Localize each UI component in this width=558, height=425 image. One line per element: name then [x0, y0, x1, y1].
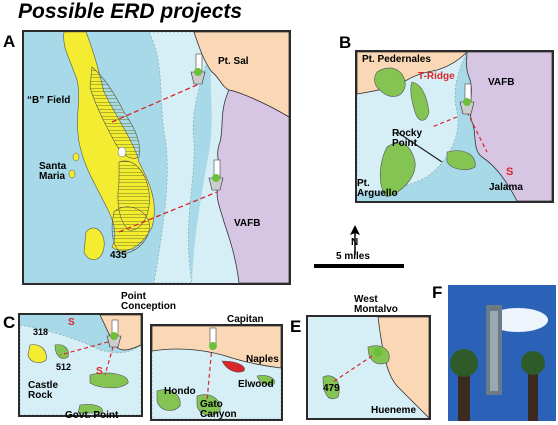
photo-panel-f	[448, 285, 556, 421]
well-path-2	[118, 191, 218, 233]
label-s-b: S	[506, 166, 514, 178]
map-b-svg	[357, 52, 552, 201]
label-vafb-b: VAFB	[488, 77, 515, 88]
green-field-d2	[196, 394, 221, 416]
label-santa-maria: Santa Maria	[39, 161, 67, 182]
label-s-c1: S	[68, 317, 75, 328]
label-gato-canyon: Gato Canyon	[200, 399, 237, 420]
green-field-c1	[54, 344, 69, 359]
drilling-rig-icon-2	[208, 159, 224, 191]
label-pt-sal: Pt. Sal	[218, 56, 249, 67]
label-479: 479	[323, 383, 340, 394]
label-capitan: Capitan	[227, 314, 264, 325]
label-hueneme: Hueneme	[371, 405, 417, 416]
label-west-montalvo: West Montalvo	[354, 294, 398, 315]
well-path-b1	[466, 111, 488, 153]
panel-b-letter: B	[339, 33, 352, 52]
label-pt-arguello: Pt. Arguello	[357, 178, 398, 199]
island-white	[117, 146, 127, 158]
map-panel-a	[22, 30, 291, 285]
drilling-tower-photo	[448, 285, 556, 421]
drilling-rig-icon-1	[190, 53, 206, 85]
island-2	[68, 169, 76, 179]
label-512: 512	[56, 362, 72, 372]
label-t-ridge: T-Ridge	[418, 71, 455, 82]
well-path-c1	[59, 339, 116, 356]
yellow-field-c	[27, 344, 47, 364]
hatched-field-south	[111, 206, 150, 255]
green-field-d1	[156, 389, 181, 411]
label-rocky-point: Rocky Point	[392, 128, 423, 149]
well-path-b2	[431, 116, 458, 128]
label-naples: Naples	[246, 354, 279, 365]
island-3	[83, 227, 105, 260]
scale-bar	[314, 264, 404, 268]
well-path-e	[332, 351, 379, 383]
drilling-rig-icon-e	[373, 347, 383, 357]
map-panel-e	[306, 315, 431, 420]
green-field-e1	[322, 375, 340, 400]
label-s-c2: S	[96, 366, 103, 377]
well-path-d	[206, 345, 213, 402]
panel-e-letter: E	[290, 317, 302, 336]
map-e-svg	[308, 317, 429, 418]
map-c-svg	[20, 315, 141, 415]
label-castle-rock: Castle Rock	[28, 380, 59, 401]
label-govt-point: Govt. Point	[65, 410, 119, 421]
land-purple-a	[216, 89, 289, 283]
hatched-field-north	[89, 66, 140, 159]
drilling-rig-icon-b	[459, 83, 475, 115]
green-field-c3	[77, 404, 103, 414]
map-panel-c	[18, 313, 143, 417]
compass: N	[348, 225, 362, 257]
label-pt-pedernales: Pt. Pedernales	[362, 54, 431, 65]
green-field-b2	[410, 81, 430, 121]
well-path-c2	[104, 339, 116, 376]
panel-c-letter: C	[3, 313, 16, 332]
green-field-b4	[446, 150, 476, 171]
map-panel-b	[355, 50, 554, 203]
green-field-b3	[379, 142, 416, 198]
map-d-svg	[152, 326, 281, 419]
pointer-arrow-line	[396, 131, 443, 163]
panel-f-letter: F	[432, 283, 443, 302]
green-field-d3	[256, 375, 275, 386]
label-vafb-a: VAFB	[234, 218, 261, 229]
compass-arrow-icon	[350, 225, 360, 255]
label-435: 435	[110, 250, 127, 261]
page-title: Possible ERD projects	[18, 0, 243, 23]
label-318: 318	[33, 327, 49, 337]
scale-bar-label: 5 miles	[336, 251, 370, 262]
drilling-rig-icon-d	[209, 327, 217, 350]
panel-a-letter: A	[3, 32, 16, 51]
label-point-conception: Point Conception	[121, 291, 176, 312]
drilling-rig-icon-c	[106, 319, 122, 348]
compass-letter: N	[351, 237, 359, 248]
label-hondo: Hondo	[164, 386, 196, 397]
shelf-ocean	[148, 32, 215, 283]
label-b-field: “B” Field	[27, 95, 71, 106]
label-jalama: Jalama	[489, 182, 523, 193]
island-1	[72, 152, 80, 162]
label-elwood: Elwood	[238, 379, 274, 390]
green-field-b1	[374, 67, 406, 97]
map-a-svg	[24, 32, 289, 283]
shelf-ocean-c	[20, 324, 141, 415]
red-field-naples	[221, 360, 245, 373]
map-panel-d	[150, 324, 283, 421]
green-field-c2	[89, 372, 129, 389]
land-purple-b	[466, 52, 552, 201]
